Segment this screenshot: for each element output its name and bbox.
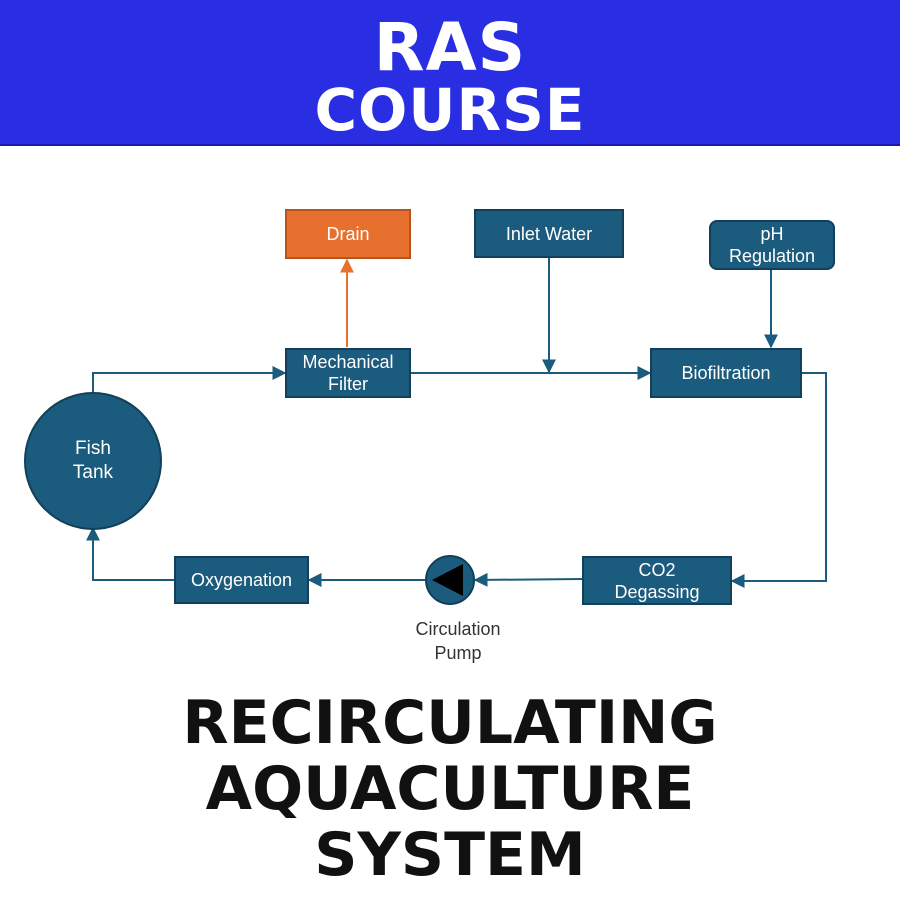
edge-fishtank-to-mechanical-filter [92,366,287,392]
node-fish-tank-label: Fish Tank [72,438,114,483]
footer-title-text: RECIRCULATING AQUACULTURE SYSTEM [182,688,718,890]
edge-oxygenation-to-fishtank [86,526,174,581]
node-oxygenation: Oxygenation [174,556,309,604]
node-inlet-water: Inlet Water [474,209,624,258]
node-co2-degassing: CO2 Degassing [582,556,732,605]
flow-connectors [86,258,827,605]
node-co2-degassing-label: CO2 Degassing [614,559,700,602]
node-inlet-water-label: Inlet Water [505,223,593,244]
circulation-pump-icon [425,555,475,605]
node-biofiltration-label: Biofiltration [681,363,771,383]
node-drain-label: Drain [326,224,370,244]
header-title-ras: RAS [373,9,527,86]
ras-flow-diagram: Drain Inlet Water pH Regulation Mechanic… [0,146,900,686]
node-mechanical-filter-label: Mechanical Filter [302,352,394,394]
footer-title: RECIRCULATING AQUACULTURE SYSTEM [0,690,900,888]
edge-co2-degassing-to-pump [473,572,583,587]
circulation-pump-label: Circulation Pump [415,619,501,663]
header-title-course: COURSE [314,76,586,144]
node-oxygenation-label: Oxygenation [190,570,293,590]
header-banner: RAS COURSE [0,0,900,146]
node-ph-regulation-label: pH Regulation [728,224,816,266]
node-drain: Drain [285,209,411,259]
node-fish-tank: Fish Tank [24,392,162,530]
node-biofiltration: Biofiltration [650,348,802,398]
edge-biofiltration-to-co2-degassing [730,372,827,588]
node-mechanical-filter: Mechanical Filter [285,348,411,398]
node-ph-regulation: pH Regulation [709,220,835,270]
